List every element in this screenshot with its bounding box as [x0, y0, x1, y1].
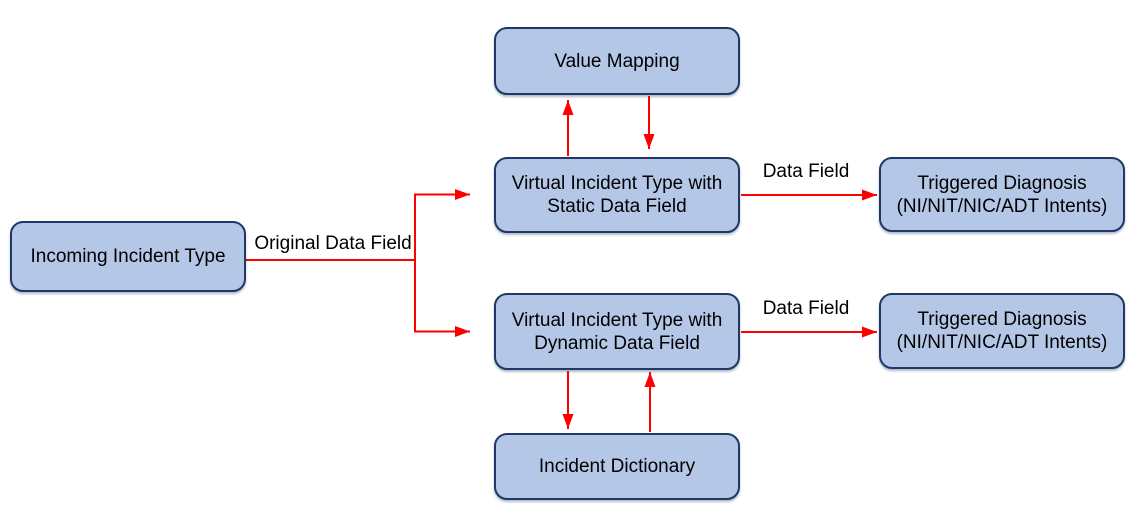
node-label: Incoming Incident Type	[30, 246, 226, 267]
node-label: Incident Dictionary	[538, 456, 696, 477]
node-label-line1: Triggered Diagnosis	[917, 172, 1087, 194]
node-label-line2: (NI/NIT/NIC/ADT Intents)	[896, 195, 1108, 217]
edge-label-data-field-dynamic: Data Field	[762, 298, 850, 319]
node-triggered-diagnosis-top: Triggered Diagnosis (NI/NIT/NIC/ADT Inte…	[879, 157, 1125, 232]
node-virtual-incident-type-static: Virtual Incident Type with Static Data F…	[494, 157, 740, 233]
node-triggered-diagnosis-bottom: Triggered Diagnosis (NI/NIT/NIC/ADT Inte…	[879, 293, 1125, 369]
edge-label-original-data-field: Original Data Field	[254, 233, 412, 254]
node-value-mapping: Value Mapping	[494, 27, 740, 95]
node-label-line1: Virtual Incident Type with	[511, 309, 723, 331]
node-label-line1: Triggered Diagnosis	[917, 309, 1087, 330]
node-incoming-incident-type: Incoming Incident Type	[10, 221, 246, 292]
node-label-line1: Virtual Incident Type with	[511, 173, 723, 194]
edge-label-data-field-static: Data Field	[762, 161, 850, 182]
node-incident-dictionary: Incident Dictionary	[494, 433, 740, 500]
node-label-line2: Dynamic Data Field	[534, 332, 700, 354]
node-virtual-incident-type-dynamic: Virtual Incident Type with Dynamic Data …	[494, 293, 740, 370]
node-label-line2: (NI/NIT/NIC/ADT Intents)	[896, 332, 1108, 353]
node-label: Value Mapping	[554, 50, 680, 72]
node-label-line2: Static Data Field	[547, 196, 687, 217]
